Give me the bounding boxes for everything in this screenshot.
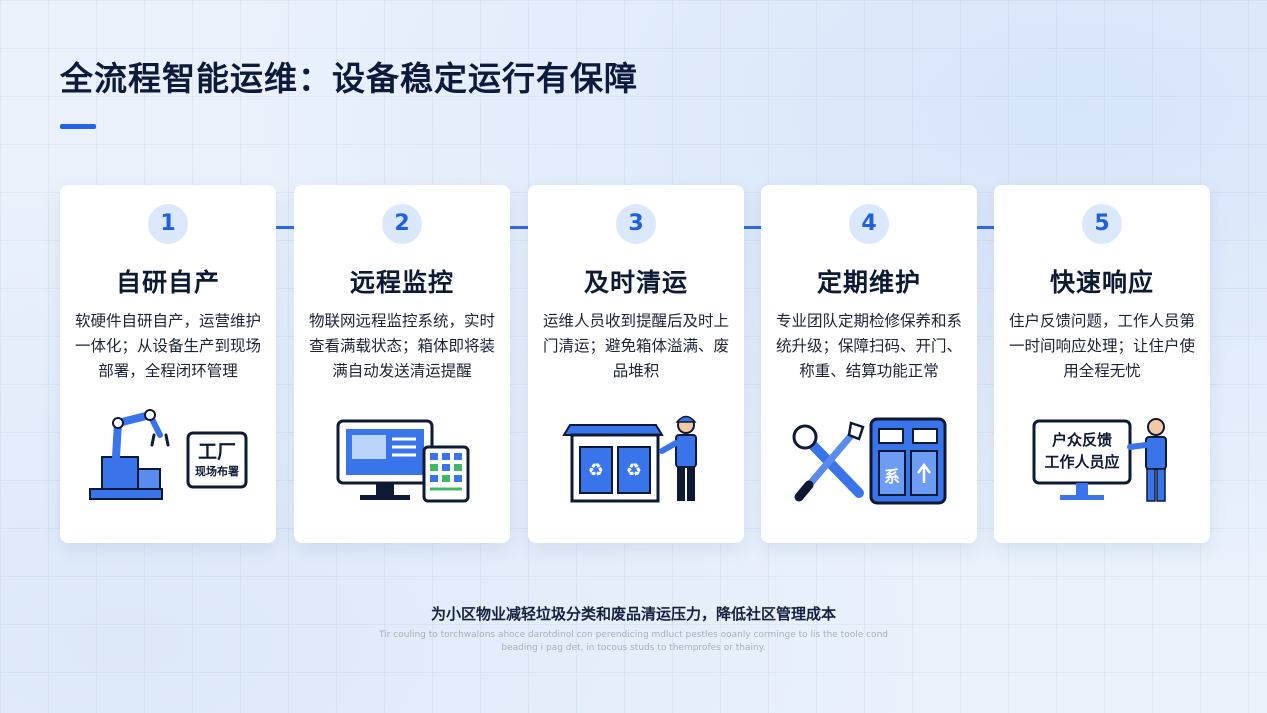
page-title: 全流程智能运维：设备稳定运行有保障 <box>60 59 638 98</box>
recycle-bin-worker-icon: ♻ ♻ <box>546 407 726 507</box>
step-description: 运维人员收到提醒后及时上门清运；避免箱体溢满、废品堆积 <box>542 312 729 380</box>
step-card-5: 5 快速响应 住户反馈问题，工作人员第一时间响应处理；让住户使用全程无忧 户众反… <box>994 185 1210 543</box>
step-connector <box>887 226 1079 229</box>
cabinet-label: 系 <box>883 467 900 486</box>
step-card-3: 3 及时清运 运维人员收到提醒后及时上门清运；避免箱体溢满、废品堆积 ♻ ♻ <box>528 185 744 543</box>
step-description: 专业团队定期检修保养和系统升级；保障扫码、开门、称重、结算功能正常 <box>775 312 962 380</box>
step-title: 自研自产 <box>115 268 220 297</box>
step-number-badge: 1 <box>148 204 188 244</box>
step-card-4: 4 定期维护 专业团队定期检修保养和系统升级；保障扫码、开门、称重、结算功能正常… <box>761 185 977 543</box>
title-underline <box>60 124 96 129</box>
footer-summary: 为小区物业减轻垃圾分类和废品清运压力，降低社区管理成本 <box>430 605 836 623</box>
step-description: 软硬件自研自产，运营维护一体化；从设备生产到现场部署，全程闭环管理 <box>74 312 261 380</box>
step-card-2: 2 远程监控 物联网远程监控系统，实时查看满载状态；箱体即将装满自动发送清运提醒 <box>294 185 510 543</box>
factory-sign-text: 工厂 <box>197 441 236 463</box>
step-number-badge: 4 <box>849 204 889 244</box>
step-description: 住户反馈问题，工作人员第一时间响应处理；让住户使用全程无忧 <box>1008 312 1195 380</box>
svg-text:♻: ♻ <box>626 460 642 481</box>
step-number-badge: 2 <box>382 204 422 244</box>
factory-sign-subtext: 现场布署 <box>195 465 239 478</box>
step-number-badge: 5 <box>1082 204 1122 244</box>
step-description: 物联网远程监控系统，实时查看满载状态；箱体即将装满自动发送清运提醒 <box>308 312 495 380</box>
step-title: 远程监控 <box>349 268 454 297</box>
feedback-screen-line1: 户众反馈 <box>1051 431 1112 449</box>
feedback-screen-line2: 工作人员应 <box>1044 453 1120 471</box>
step-connector <box>654 226 846 229</box>
step-card-1: 1 自研自产 软硬件自研自产，运营维护一体化；从设备生产到现场部署，全程闭环管理… <box>60 185 276 543</box>
svg-text:♻: ♻ <box>588 460 604 481</box>
step-connector <box>421 226 613 229</box>
footer-subtext-line2: beading i pag det, in tocous studs to th… <box>501 643 766 653</box>
footer-subtext-line1: Tir couling to torchwalons ahoce darotdi… <box>379 630 888 640</box>
step-title: 定期维护 <box>816 268 921 297</box>
step-title: 快速响应 <box>1049 268 1154 297</box>
step-connector <box>188 226 380 229</box>
monitor-icon <box>312 407 492 507</box>
step-number-badge: 3 <box>616 204 656 244</box>
feedback-screen-icon: 户众反馈 工作人员应 <box>1012 407 1192 507</box>
robot-arm-icon: 工厂 现场布署 <box>78 407 258 507</box>
tools-icon: 系 <box>779 407 959 507</box>
footer-subtext: Tir couling to torchwalons ahoce darotdi… <box>0 629 1267 655</box>
step-title: 及时清运 <box>583 268 688 297</box>
